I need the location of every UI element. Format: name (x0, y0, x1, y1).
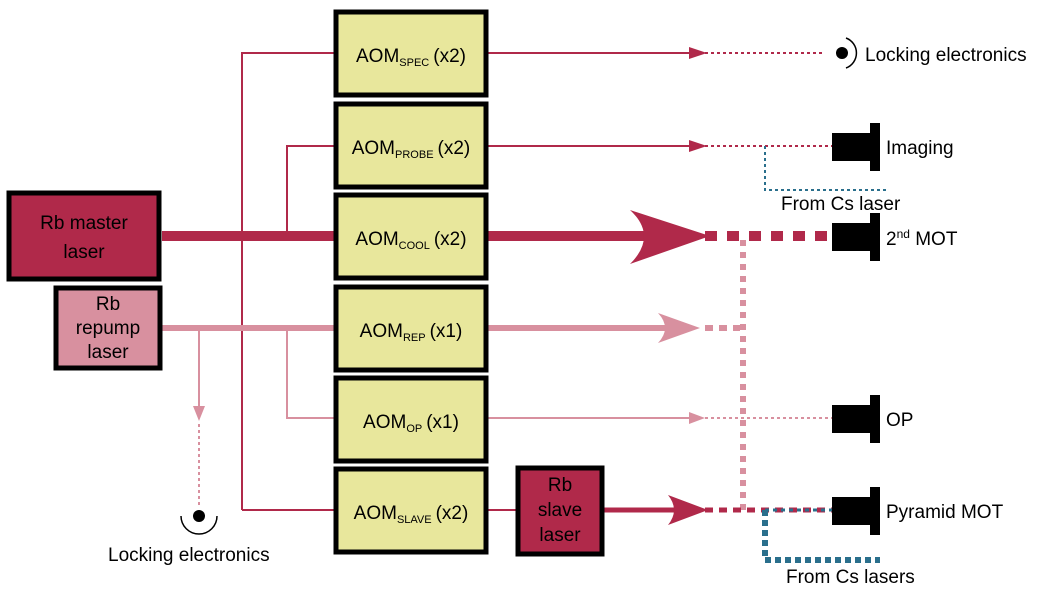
repump-thin-lines (198, 328, 690, 419)
fiber-coupler-imaging-icon (832, 123, 880, 171)
aom-cool-label: AOMCOOL(x2) (355, 229, 466, 252)
rb-master-laser-box: Rb master laser (6, 190, 162, 282)
aom-cool-box: AOMCOOL(x2) (333, 192, 489, 281)
aom-spec-box: AOMSPEC(x2) (333, 9, 489, 98)
master-branch-spec (241, 52, 335, 510)
rb-slave-laser-label-3: laser (539, 525, 581, 546)
op-output-label: OP (886, 410, 913, 431)
repump-lock-arrowhead (193, 406, 205, 421)
master-thin-dotted (705, 52, 835, 147)
rb-slave-laser-label-1: Rb (548, 475, 572, 496)
cs-laser-line (764, 146, 888, 191)
rb-repump-laser-box: Rb repump laser (53, 285, 163, 371)
rb-repump-laser-label-3: laser (87, 342, 129, 363)
rep-arrowhead (658, 313, 700, 343)
aom-op-box: AOMOP(x1) (333, 375, 489, 464)
fiber-coupler-mot2-icon (832, 213, 880, 261)
probe-arrowhead (689, 140, 707, 152)
imaging-label: Imaging (886, 138, 954, 159)
mot2-label: 2nd MOT (886, 227, 958, 250)
aom-probe-label: AOMPROBE(x2) (352, 138, 471, 161)
rb-repump-laser-label-1: Rb (96, 294, 120, 315)
aom-rep-box: AOMREP(x1) (333, 284, 489, 373)
slave-arrowhead (668, 495, 708, 525)
aom-slave-label: AOMSLAVE(x2) (354, 503, 469, 526)
aom-probe-box: AOMPROBE(x2) (333, 101, 489, 190)
aom-rep-label: AOMREP(x1) (360, 321, 463, 344)
pyramid-mot-label: Pyramid MOT (886, 502, 1004, 523)
rb-repump-laser-label-2: repump (76, 318, 140, 339)
cs-lasers-line (762, 510, 880, 563)
rb-master-laser-label-1: Rb master (40, 213, 128, 234)
fiber-coupler-op-icon (832, 395, 880, 443)
aom-slave-box: AOMSLAVE(x2) (333, 466, 489, 555)
photodetector-bottom-icon (180, 510, 218, 535)
from-cs-laser-label: From Cs laser (781, 194, 901, 215)
cool-arrowhead (630, 210, 710, 264)
rb-master-laser-label-2: laser (63, 242, 105, 263)
master-branch-probe (286, 145, 335, 236)
rb-slave-laser-label-2: slave (538, 500, 582, 521)
op-arrowhead (689, 412, 705, 424)
from-cs-lasers-label: From Cs lasers (786, 567, 915, 588)
photodetector-top-icon (836, 37, 858, 69)
locking-electronics-top-label: Locking electronics (865, 45, 1027, 66)
spec-arrowhead (689, 47, 707, 59)
rb-slave-laser-box: Rb slave laser (515, 465, 605, 557)
aom-op-label: AOMOP(x1) (363, 412, 459, 435)
fiber-coupler-pyramid-icon (832, 487, 880, 535)
master-thin-lines (241, 52, 695, 511)
locking-electronics-bottom-label: Locking electronics (108, 545, 270, 566)
repump-thin-dotted (198, 417, 835, 506)
aom-spec-label: AOMSPEC(x2) (356, 46, 466, 69)
repump-branch-op (286, 328, 335, 419)
